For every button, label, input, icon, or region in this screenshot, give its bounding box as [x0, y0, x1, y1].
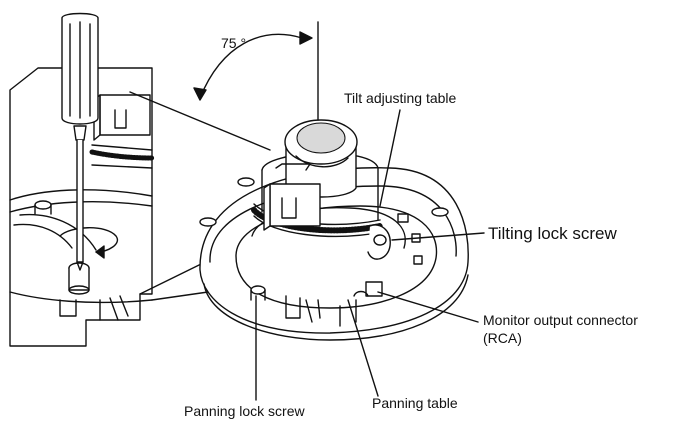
monitor-output-connector-label: Monitor output connector — [483, 312, 638, 328]
screwdriver-icon — [61, 12, 99, 271]
monitor-output-connector-rca-label: (RCA) — [483, 330, 522, 346]
tilt-adjusting-table-label: Tilt adjusting table — [344, 90, 457, 106]
tilting-lock-screw-label: Tilting lock screw — [488, 224, 617, 243]
rotate-arrow-icon — [59, 227, 119, 259]
panning-table-label: Panning table — [372, 395, 458, 411]
camera-body — [199, 119, 469, 341]
tilt-angle-label: 75 ° — [221, 35, 247, 51]
tilt-angle-indicator — [129, 21, 319, 151]
panning-lock-screw-label: Panning lock screw — [184, 403, 305, 419]
